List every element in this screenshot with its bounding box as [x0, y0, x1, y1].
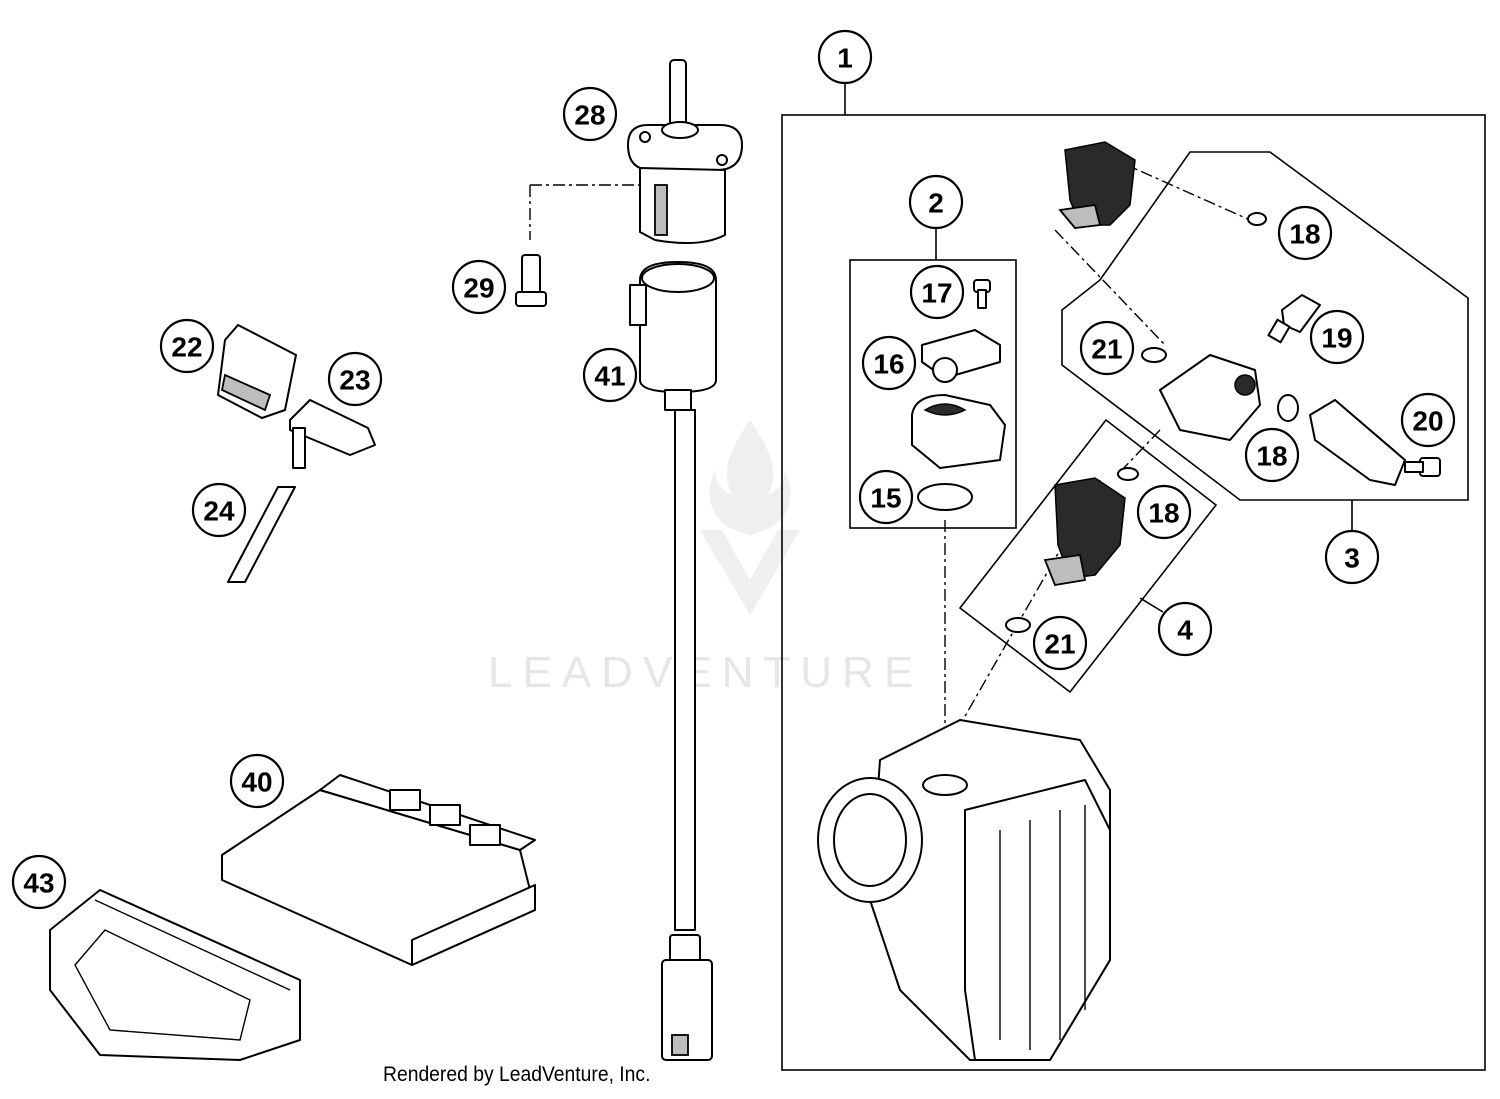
callout-label: 16	[873, 349, 904, 380]
part-21-oring-a	[1141, 347, 1167, 363]
callout-circle	[858, 469, 914, 525]
callout-circle	[1400, 392, 1456, 448]
callout-label: 17	[921, 278, 952, 309]
watermark-text: LEADVENTURE	[488, 648, 924, 697]
callout-label: 23	[339, 365, 370, 396]
callout-circle	[1079, 320, 1135, 376]
part-tps-sensor	[911, 394, 1006, 469]
callout-28: 28	[562, 86, 618, 142]
part-4-injector-lower	[1043, 477, 1126, 587]
callout-2: 2	[908, 174, 964, 230]
part-40-ecu	[221, 774, 536, 966]
callout-17: 17	[909, 264, 965, 320]
throttle-body	[817, 719, 1111, 1061]
callout-label: 43	[23, 868, 54, 899]
callout-circle	[1136, 484, 1192, 540]
callout-24: 24	[191, 482, 247, 538]
callout-label: 4	[1177, 615, 1193, 646]
callout-label: 21	[1091, 334, 1122, 365]
callout-40: 40	[229, 753, 285, 809]
callout-circle	[327, 351, 383, 407]
part-21-oring-b	[1005, 617, 1031, 633]
callout-circle	[1032, 615, 1088, 671]
callout-21: 21	[1079, 320, 1135, 376]
callout-label: 20	[1412, 406, 1443, 437]
part-28-sensor	[627, 59, 743, 244]
callout-18: 18	[1277, 205, 1333, 261]
callout-4: 4	[1157, 601, 1213, 657]
callout-label: 22	[171, 332, 202, 363]
callout-circle	[11, 854, 67, 910]
callout-label: 24	[203, 496, 235, 527]
part-24-hose	[227, 486, 296, 583]
callout-1: 1	[817, 29, 873, 85]
callout-circle	[861, 335, 917, 391]
part-15-oring	[917, 483, 973, 511]
callout-circle	[1244, 427, 1300, 483]
callout-22: 22	[159, 318, 215, 374]
footer-credit: Rendered by LeadVenture, Inc.	[383, 1063, 651, 1086]
callout-circle	[909, 264, 965, 320]
part-43-tray	[49, 889, 301, 1061]
assembly-3-frame	[1061, 151, 1469, 533]
part-22-clip	[217, 324, 297, 419]
part-20-sensor	[1309, 399, 1441, 486]
callout-43: 43	[11, 854, 67, 910]
callout-circle	[229, 753, 285, 809]
callout-circle	[908, 174, 964, 230]
part-18-oring-a	[1247, 212, 1267, 226]
part-3-injector-upper	[1058, 141, 1136, 229]
callout-label: 18	[1289, 219, 1320, 250]
callout-circle	[191, 482, 247, 538]
callout-label: 29	[463, 273, 494, 304]
part-41-harness	[629, 261, 717, 1061]
leadventure-logo-watermark	[700, 420, 800, 615]
part-18-oring-c	[1117, 467, 1139, 481]
callout-label: 1	[837, 43, 853, 74]
part-23-sensor	[289, 399, 376, 469]
part-29-bolt	[515, 254, 547, 307]
part-17-screw	[973, 279, 991, 309]
part-16-bracket	[921, 329, 1001, 383]
callout-label: 18	[1148, 498, 1179, 529]
callout-3: 3	[1324, 529, 1380, 585]
callout-23: 23	[327, 351, 383, 407]
callout-circle	[582, 347, 638, 403]
assembly-2-frame	[849, 227, 1017, 529]
callout-label: 15	[870, 483, 901, 514]
callout-label: 19	[1321, 323, 1352, 354]
callout-label: 28	[574, 100, 605, 131]
callout-41: 41	[582, 347, 638, 403]
callout-18: 18	[1136, 484, 1192, 540]
callout-circle	[562, 86, 618, 142]
callout-circle	[451, 259, 507, 315]
callout-label: 40	[241, 767, 272, 798]
callout-label: 3	[1344, 543, 1360, 574]
callout-21: 21	[1032, 615, 1088, 671]
callout-16: 16	[861, 335, 917, 391]
assembly-1-frame	[781, 82, 1486, 1071]
callout-label: 2	[928, 188, 944, 219]
callout-19: 19	[1309, 309, 1365, 365]
callout-label: 41	[594, 361, 625, 392]
callout-circle	[817, 29, 873, 85]
callout-20: 20	[1400, 392, 1456, 448]
callout-circle	[159, 318, 215, 374]
callout-label: 21	[1044, 629, 1075, 660]
callout-circle	[1324, 529, 1380, 585]
callout-18: 18	[1244, 427, 1300, 483]
callout-circle	[1277, 205, 1333, 261]
callout-circle	[1309, 309, 1365, 365]
callout-15: 15	[858, 469, 914, 525]
callout-circle	[1157, 601, 1213, 657]
callout-29: 29	[451, 259, 507, 315]
part-18-oring-b	[1277, 394, 1299, 422]
fuel-rail	[1159, 354, 1261, 441]
assembly-4-frame	[958, 418, 1218, 694]
callout-label: 18	[1256, 441, 1287, 472]
part-19-fitting	[1267, 294, 1321, 344]
